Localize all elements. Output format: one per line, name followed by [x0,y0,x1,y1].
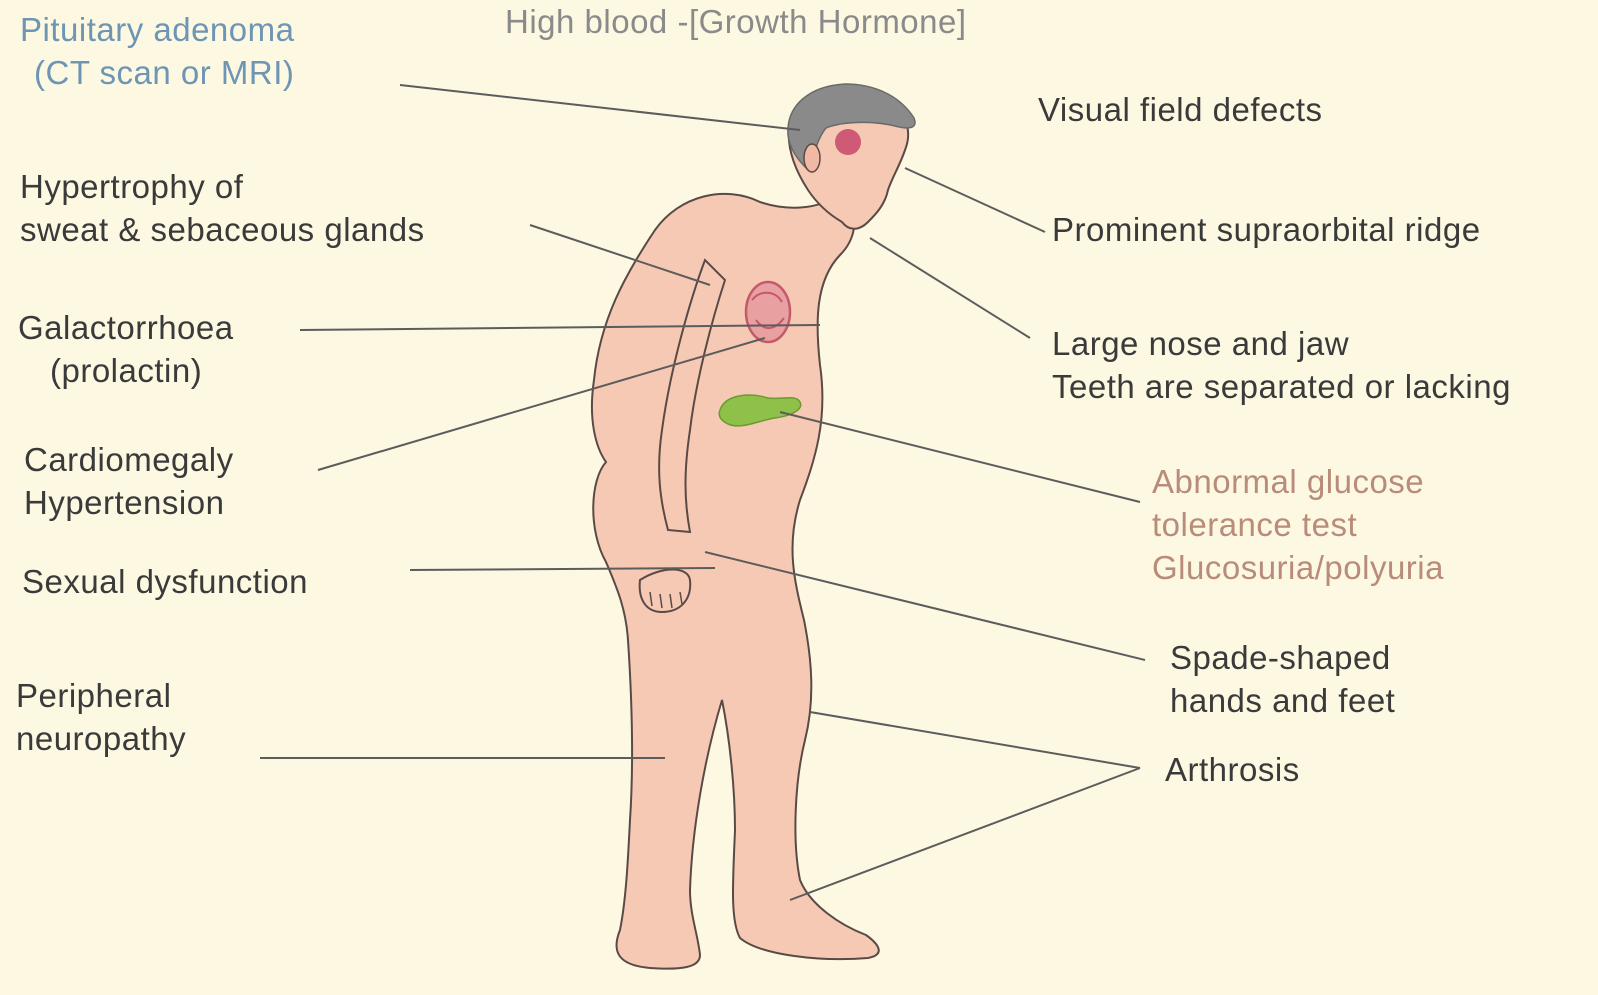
body-silhouette [592,194,879,969]
ear [804,144,820,172]
heart [746,282,790,342]
label-glucose: Abnormal glucose tolerance test Glucosur… [1152,460,1444,589]
leader-supraorbital [905,168,1045,232]
title-text: High blood -[Growth Hormone] [505,0,967,43]
leader-arthrosis-ankle [790,768,1140,900]
label-arthrosis: Arthrosis [1165,748,1300,791]
diagram-title: High blood -[Growth Hormone] [505,0,967,43]
label-galactorrhoea: Galactorrhoea (prolactin) [18,306,234,392]
label-visual-field: Visual field defects [1038,88,1323,131]
pituitary-gland [835,129,861,155]
label-peripheral-neuropathy: Peripheral neuropathy [16,674,186,760]
leader-pituitary [400,85,800,130]
leader-glucose [780,412,1140,502]
hand [640,570,691,613]
leader-arthrosis-knee [810,712,1140,768]
label-pituitary-adenoma: Pituitary adenoma (CT scan or MRI) [20,8,294,94]
label-supraorbital-ridge: Prominent supraorbital ridge [1052,208,1481,251]
label-sweat-glands: Hypertrophy of sweat & sebaceous glands [20,165,425,251]
label-sexual-dysfunction: Sexual dysfunction [22,560,308,603]
leader-nose [870,238,1030,338]
label-spade-shaped: Spade-shaped hands and feet [1170,636,1395,722]
label-cardiomegaly: Cardiomegaly Hypertension [24,438,234,524]
label-nose-jaw: Large nose and jaw Teeth are separated o… [1052,322,1511,408]
